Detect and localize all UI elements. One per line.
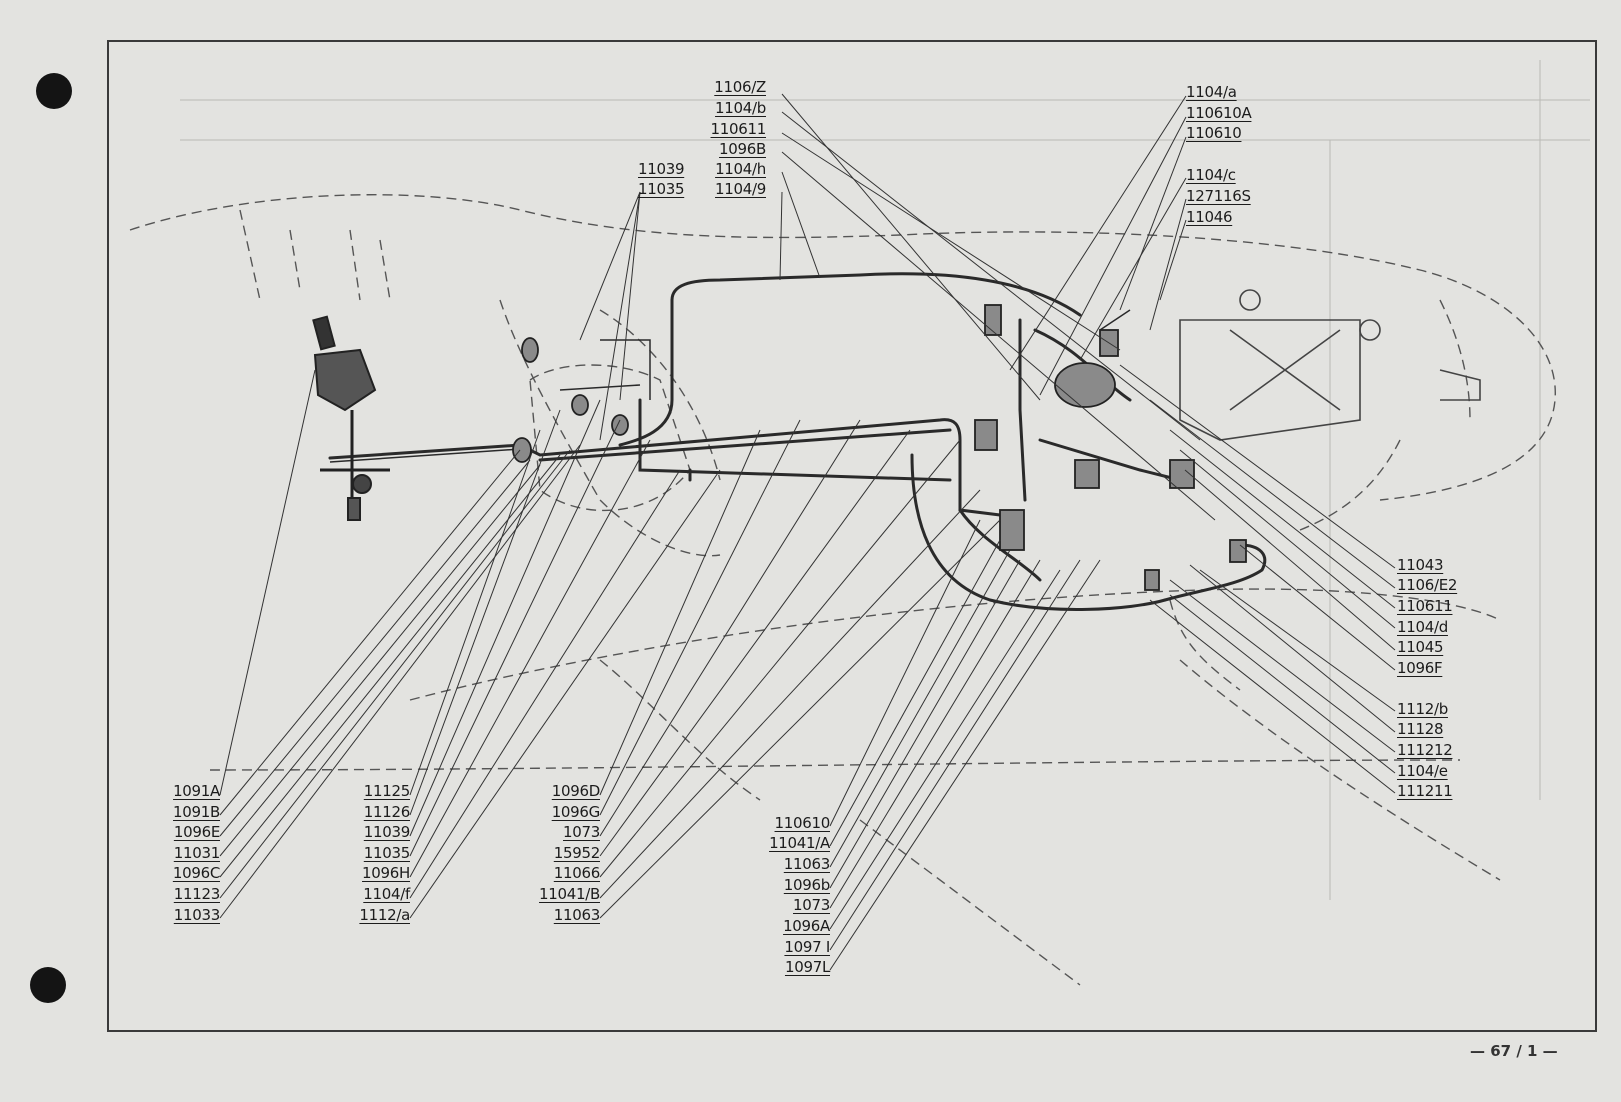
part-label: 1096F: [1397, 659, 1443, 677]
part-label: 1096D: [551, 782, 601, 800]
part-label: 1104/f: [363, 885, 410, 903]
part-label: 111211: [1397, 782, 1453, 800]
brake-pipes-thin: [329, 309, 1131, 463]
part-label: 110610A: [1186, 104, 1252, 122]
part-label: 11125: [363, 782, 411, 800]
part-label: 11063: [783, 855, 831, 873]
part-label: 11066: [553, 864, 601, 882]
binder-hole-bottom: [30, 967, 66, 1003]
part-label: 11033: [173, 906, 221, 924]
part-label: 1073: [563, 823, 600, 841]
part-label: 11041/A: [769, 834, 830, 852]
part-label: 11039: [363, 823, 411, 841]
part-label: 11046: [1186, 208, 1233, 226]
part-label: 1106/Z: [714, 78, 766, 96]
part-label: 1097L: [784, 958, 830, 976]
binder-hole-top: [36, 73, 72, 109]
part-label: 1112/a: [359, 906, 410, 924]
part-label: 11123: [173, 885, 221, 903]
part-label: 11041/B: [539, 885, 600, 903]
part-label: 111212: [1397, 741, 1453, 759]
part-label: 1097 I: [784, 938, 830, 956]
part-label: 11039: [638, 160, 685, 178]
part-label: 1096A: [783, 917, 830, 935]
part-label: 1104/d: [1397, 618, 1448, 636]
part-label: 110610: [774, 814, 831, 832]
part-label: 1112/b: [1397, 700, 1448, 718]
part-label: 1073: [793, 896, 830, 914]
rear-subframe: [1179, 289, 1481, 441]
pedal-assembly: [312, 315, 390, 521]
part-label: 11031: [173, 844, 221, 862]
part-label: 1096E: [173, 823, 220, 841]
part-label: 11043: [1397, 556, 1444, 574]
fittings: [512, 304, 1247, 591]
part-label: 1096H: [362, 864, 410, 882]
leader-lines: [219, 93, 1396, 971]
part-label: 110610: [1186, 124, 1242, 142]
part-label: 1104/b: [715, 99, 766, 117]
part-label: 11063: [553, 906, 601, 924]
part-label: 127116S: [1186, 187, 1251, 205]
part-label: 1096G: [551, 803, 601, 821]
part-label: 1096b: [783, 876, 831, 894]
part-label: 110611: [710, 120, 767, 138]
ghost-table: [180, 60, 1590, 900]
part-label: 11045: [1397, 638, 1444, 656]
part-label: 110611: [1397, 597, 1453, 615]
part-label: 11035: [638, 180, 685, 198]
part-label: 15952: [553, 844, 601, 862]
brake-pipes: [328, 272, 1267, 611]
part-label: 1104/c: [1186, 166, 1236, 184]
part-label: 1091B: [173, 803, 220, 821]
part-label: 11126: [363, 803, 411, 821]
part-label: 11035: [363, 844, 411, 862]
part-label: 1096C: [172, 864, 220, 882]
page-number: — 67 / 1 —: [1470, 1042, 1558, 1060]
drawing-frame: [107, 40, 1597, 1032]
part-label: 1106/E2: [1397, 576, 1458, 594]
part-label: 1104/9: [715, 180, 766, 198]
part-label: 1096B: [719, 140, 766, 158]
part-label: 1104/h: [715, 160, 766, 178]
part-label: 11128: [1397, 720, 1444, 738]
part-label: 1104/e: [1397, 762, 1448, 780]
part-label: 1091A: [173, 782, 220, 800]
part-label: 1104/a: [1186, 83, 1237, 101]
